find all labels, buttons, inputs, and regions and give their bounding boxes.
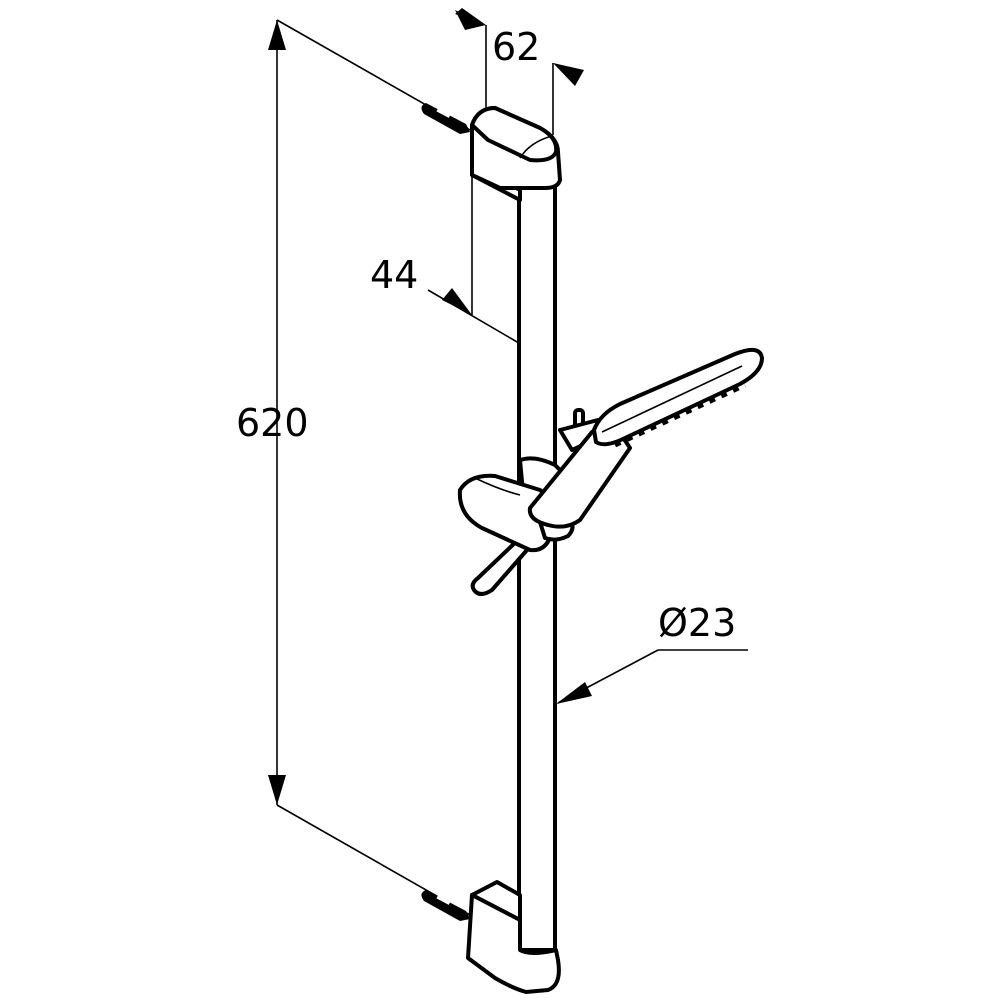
hand-shower — [527, 347, 764, 529]
arrow-icon — [556, 682, 592, 704]
dimension-label-62: 62 — [492, 25, 541, 69]
top-wall-bracket — [470, 106, 562, 202]
arrow-icon — [455, 10, 486, 30]
dimension-label-620: 620 — [236, 401, 309, 445]
wall-screw-top — [421, 103, 470, 134]
dimension-label-diameter: Ø23 — [658, 601, 737, 645]
arrow-up-icon — [268, 20, 286, 50]
arrow-icon — [455, 8, 486, 25]
wall-screw-bottom — [421, 890, 470, 921]
dimension-62 — [455, 8, 584, 135]
arrow-icon — [553, 63, 584, 86]
bottom-wall-bracket — [466, 880, 561, 994]
arrow-icon — [442, 288, 472, 315]
dimension-diameter — [556, 649, 748, 704]
dimension-label-44: 44 — [370, 253, 419, 297]
dimension-620 — [268, 19, 471, 916]
arrow-down-icon — [268, 775, 286, 805]
